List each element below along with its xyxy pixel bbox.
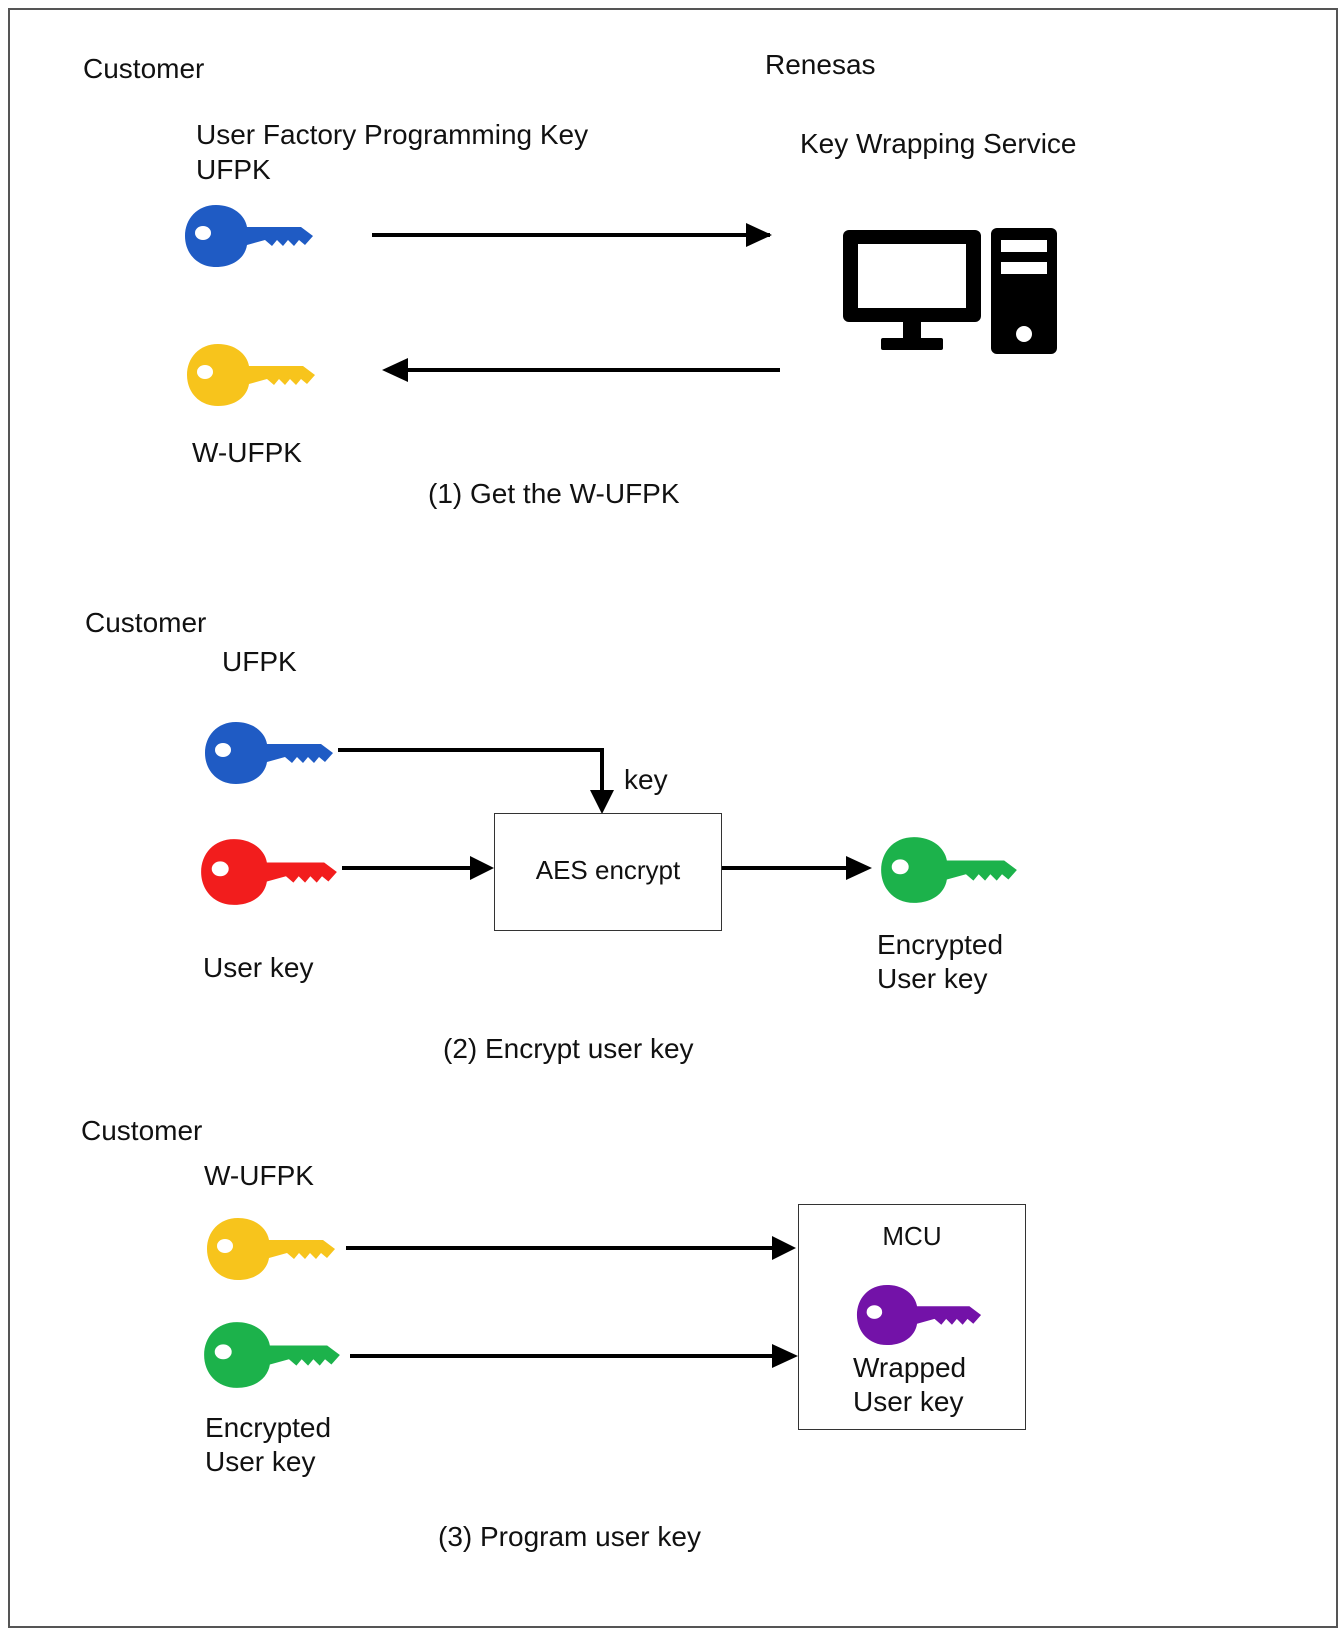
- step2-ufpk-key-icon: [205, 722, 333, 784]
- arrow-w-ufpk-to-mcu: [346, 1236, 796, 1260]
- ufpk-full-label: User Factory Programming Key: [196, 119, 589, 150]
- step1-renesas-label: Renesas: [765, 49, 876, 80]
- arrow-aes-to-encrypted-key: [720, 856, 872, 880]
- arrow-ufpk-to-aes: [338, 748, 614, 814]
- w-ufpk-label: W-UFPK: [192, 437, 302, 468]
- ufpk-short-label: UFPK: [196, 154, 271, 185]
- step2-encrypted-label-line2: User key: [877, 963, 988, 994]
- step2-ufpk-label: UFPK: [222, 646, 297, 677]
- aes-encrypt-box: AES encrypt: [494, 813, 722, 931]
- key-arrow-label: key: [624, 764, 668, 795]
- step1-caption: (1) Get the W-UFPK: [428, 478, 680, 509]
- mcu-box: MCU Wrapped User key: [798, 1204, 1026, 1430]
- step3-encrypted-label-line2: User key: [205, 1446, 316, 1477]
- step3-w-ufpk-key-icon: [207, 1218, 335, 1280]
- step3-encrypted-user-key-icon: [204, 1322, 340, 1388]
- w-ufpk-key-icon: [187, 344, 315, 406]
- mcu-label: MCU: [882, 1221, 942, 1251]
- wrapped-user-key-icon: [856, 1284, 982, 1346]
- user-key-label: User key: [203, 952, 314, 983]
- step2-caption: (2) Encrypt user key: [443, 1033, 694, 1064]
- step3-encrypted-label-line1: Encrypted: [205, 1412, 332, 1443]
- key-wrapping-service-label: Key Wrapping Service: [800, 128, 1077, 159]
- step2-encrypted-label-line1: Encrypted: [877, 929, 1004, 960]
- step3-caption: (3) Program user key: [438, 1521, 701, 1552]
- aes-encrypt-label: AES encrypt: [535, 855, 681, 885]
- desktop-computer-icon: [843, 228, 1057, 354]
- step3-customer-label: Customer: [81, 1115, 203, 1146]
- step1-customer-label: Customer: [83, 53, 205, 84]
- step2-customer-label: Customer: [85, 607, 207, 638]
- wrapped-label-line2: User key: [853, 1386, 964, 1417]
- user-key-icon: [201, 839, 337, 905]
- step3-w-ufpk-label: W-UFPK: [204, 1160, 314, 1191]
- arrow-ufpk-to-service: [372, 223, 772, 247]
- wrapped-label-line1: Wrapped: [853, 1352, 967, 1383]
- arrow-encrypted-key-to-mcu: [350, 1344, 798, 1368]
- arrow-service-to-w-ufpk: [382, 358, 780, 382]
- ufpk-key-icon: [185, 205, 313, 267]
- arrow-user-key-to-aes: [342, 856, 494, 880]
- encrypted-user-key-icon: [881, 837, 1017, 903]
